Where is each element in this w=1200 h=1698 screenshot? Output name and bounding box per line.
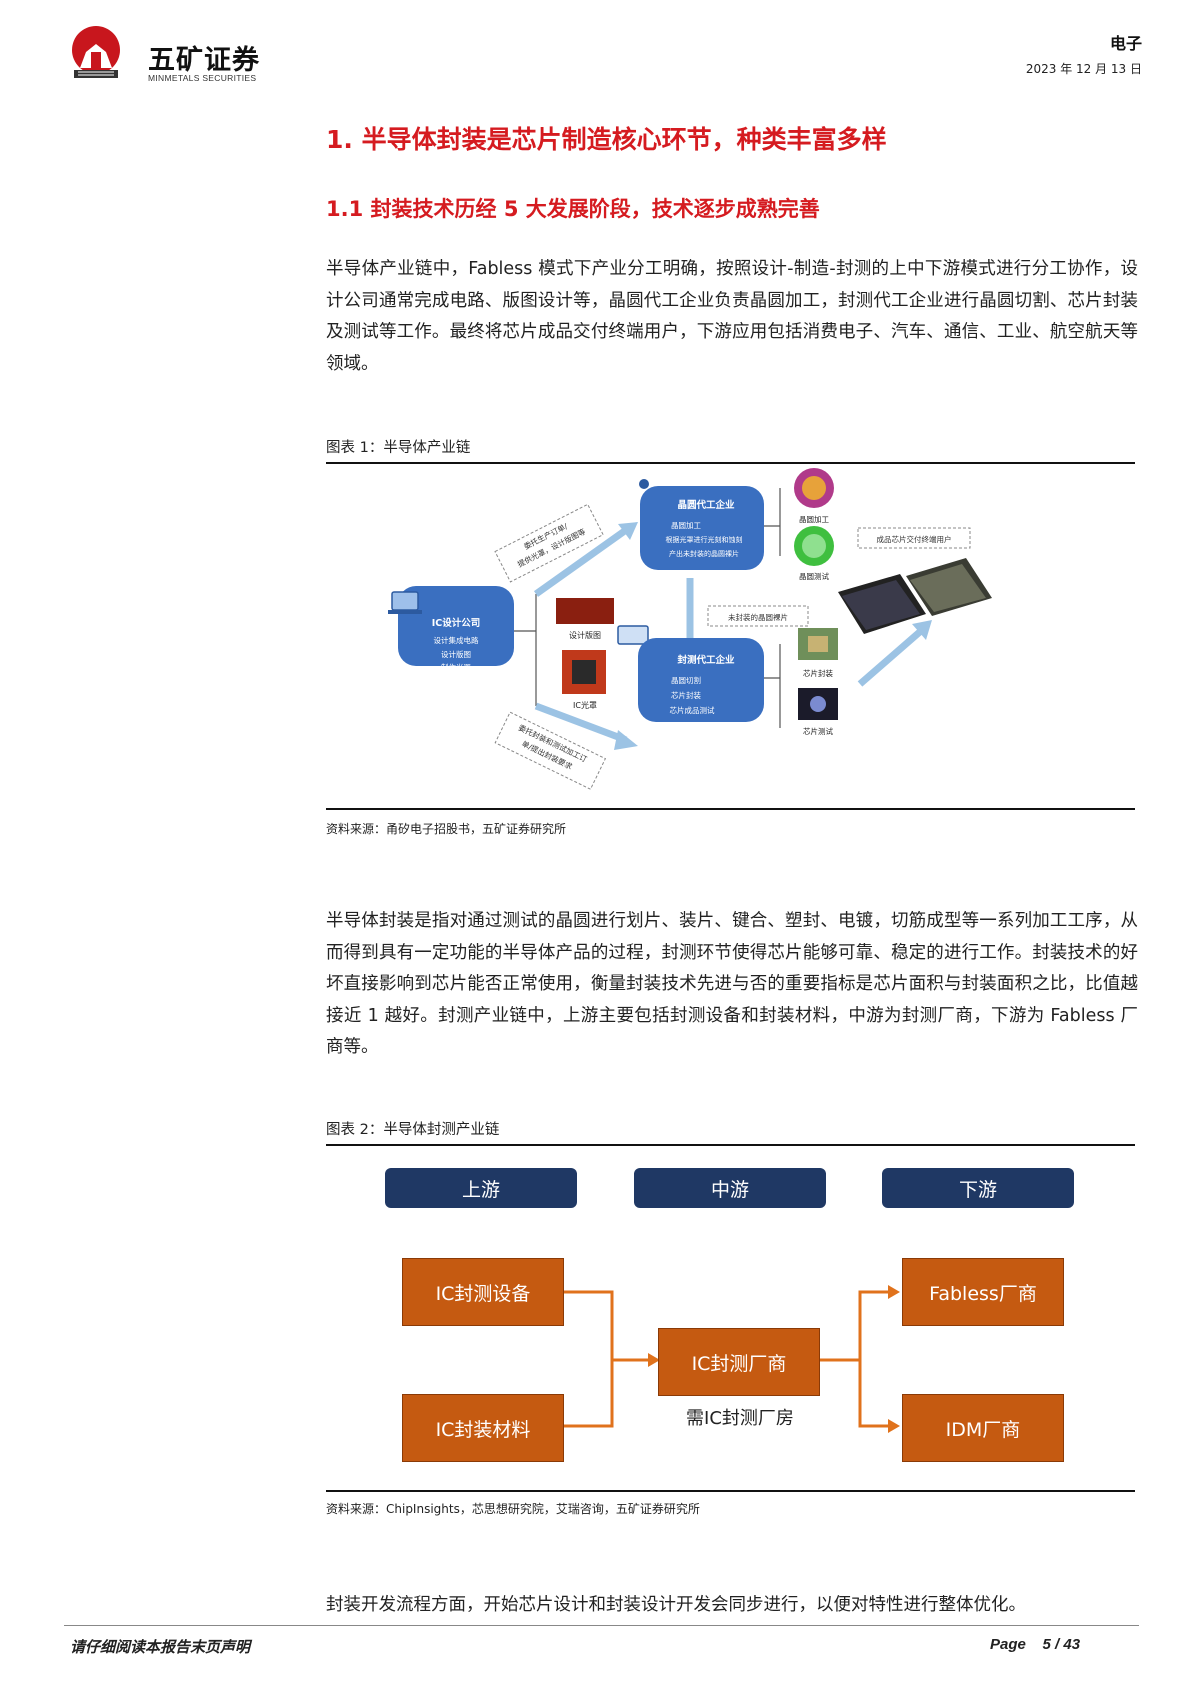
section-heading: 1. 半导体封装是芯片制造核心环节，种类丰富多样 <box>326 125 887 154</box>
osat-title: 封测代工企业 <box>677 654 735 666</box>
chip-test-label: 芯片测试 <box>803 726 833 736</box>
computer-icon <box>388 591 422 614</box>
logo-text: 五矿证券 <box>148 45 260 76</box>
figure2-bottom-rule <box>326 1490 1135 1492</box>
layout-label: 设计版图 <box>569 630 601 640</box>
osat-item-3: 芯片成品测试 <box>670 705 715 715</box>
minmetals-logo <box>72 26 120 78</box>
chip-package-label: 芯片封装 <box>803 668 833 678</box>
box-ic-osat: IC封测厂商 <box>658 1328 820 1396</box>
footer-disclaimer: 请仔细阅读本报告末页声明 <box>70 1638 251 1656</box>
figure2-top-rule <box>326 1144 1135 1146</box>
figure1-source: 资料来源：甬矽电子招股书，五矿证券研究所 <box>326 822 567 836</box>
figure2-source: 资料来源：ChipInsights，芯思想研究院，艾瑞咨询，五矿证券研究所 <box>326 1502 700 1516</box>
paragraph-industry-chain: 半导体产业链中，Fabless 模式下产业分工明确，按照设计-制造-封测的上中下… <box>326 259 1138 374</box>
osat-icon <box>617 625 649 645</box>
foundry-title: 晶圆代工企业 <box>677 499 735 511</box>
stage-downstream: 下游 <box>882 1168 1074 1208</box>
figure2-title: 图表 2：半导体封测产业链 <box>326 1122 500 1138</box>
figure1-title: 图表 1：半导体产业链 <box>326 440 471 456</box>
ic-design-item-2: 设计版图 <box>441 649 471 659</box>
foundry-box: 晶圆代工企业 晶圆加工 根据光罩进行光刻和蚀刻 产出未封装的晶圆裸片 <box>640 486 764 570</box>
osat-item-1: 晶圆切割 <box>671 675 701 685</box>
deliver-label: 成品芯片交付终端用户 <box>877 534 952 544</box>
arrow-down-label: 未封装的晶圆裸片 <box>728 612 788 622</box>
paragraph-packaging-definition: 半导体封装是指对通过测试的晶圆进行划片、装片、键合、塑封、电镀，切筋成型等一系列… <box>326 911 1138 1057</box>
stage-midstream: 中游 <box>634 1168 826 1208</box>
box-fabless: Fabless厂商 <box>902 1258 1064 1326</box>
box-ic-packaging-materials: IC封装材料 <box>402 1394 564 1462</box>
subsection-heading: 1.1 封装技术历经 5 大发展阶段，技术逐步成熟完善 <box>326 197 820 221</box>
report-category: 电子 <box>1109 34 1142 53</box>
figure1-top-rule <box>326 462 1135 464</box>
osat-item-2: 芯片封装 <box>671 690 701 700</box>
figure1-bottom-rule <box>326 808 1135 810</box>
wafer-process-label: 晶圆加工 <box>799 514 829 524</box>
stage-upstream: 上游 <box>385 1168 577 1208</box>
foundry-item-1: 晶圆加工 <box>671 520 701 530</box>
box-idm: IDM厂商 <box>902 1394 1064 1462</box>
logo-subtext: MINMETALS SECURITIES <box>148 73 257 83</box>
box-ic-test-equipment: IC封测设备 <box>402 1258 564 1326</box>
ic-design-item-3: 制作光罩 <box>441 662 471 672</box>
page-number: Page 5 / 43 <box>990 1636 1081 1653</box>
finished-chips-image <box>838 558 992 634</box>
mask-image <box>562 650 606 694</box>
foundry-item-3: 产出未封装的晶圆裸片 <box>669 549 739 558</box>
foundry-item-2: 根据光罩进行光刻和蚀刻 <box>666 535 743 544</box>
osat-caption: 需IC封测厂房 <box>686 1408 794 1429</box>
footer-rule <box>64 1625 1139 1626</box>
mask-label: IC光罩 <box>573 700 597 710</box>
osat-box: 封测代工企业 晶圆切割 芯片封装 芯片成品测试 <box>638 638 764 722</box>
layout-image <box>556 598 614 624</box>
figure1-diagram: IC设计公司 设计集成电路 设计版图 制作光罩 设计版图 IC光罩 委托生产订单… <box>388 468 992 790</box>
ic-design-item-1: 设计集成电路 <box>434 635 479 645</box>
ic-design-box: IC设计公司 设计集成电路 设计版图 制作光罩 <box>398 586 514 672</box>
paragraph-development-process: 封装开发流程方面，开始芯片设计和封装设计开发会同步进行，以便对特性进行整体优化。 <box>326 1595 1026 1615</box>
wafer-test-label: 晶圆测试 <box>799 571 829 581</box>
ic-design-title: IC设计公司 <box>432 617 481 629</box>
report-date: 2023 年 12 月 13 日 <box>1025 62 1142 76</box>
